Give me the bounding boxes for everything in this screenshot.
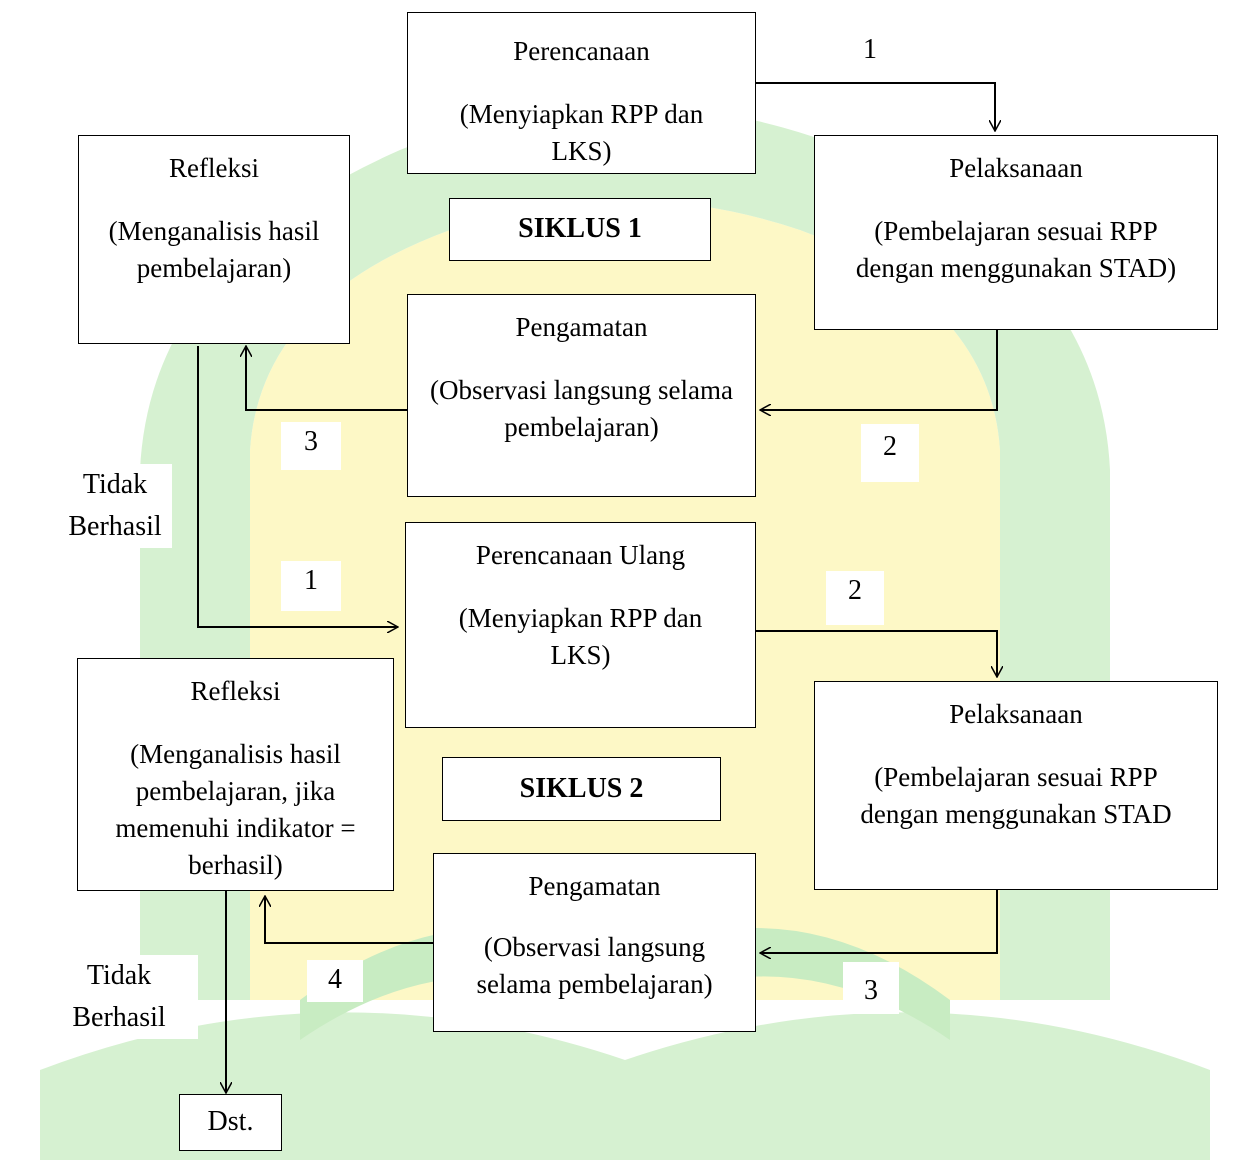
- cycle1-observation-title: Pengamatan: [515, 312, 648, 342]
- arrow-plan1-to-action1: [756, 82, 995, 131]
- cycle1-planning-desc: (Menyiapkan RPP dan LKS): [459, 99, 704, 166]
- arrow-plan2-to-action2: [756, 630, 997, 677]
- arrow-action2-to-observe2: [760, 890, 998, 953]
- cycle2-step-3: 3: [843, 962, 899, 1014]
- cycle2-planning-title: Perencanaan Ulang: [475, 540, 686, 570]
- end-next-box: Dst.: [179, 1094, 282, 1151]
- cycle2-reflection-box: Refleksi (Menganalisis hasil pembelajara…: [77, 658, 394, 891]
- cycle2-action-desc: (Pembelajaran sesuai RPP dengan mengguna…: [860, 762, 1172, 829]
- arrow-action1-to-observe1: [760, 330, 998, 410]
- watermark-green-arch: [140, 105, 1110, 1000]
- cycle1-action-desc: (Pembelajaran sesuai RPP dengan mengguna…: [855, 216, 1177, 283]
- cycle1-reflection-box: Refleksi (Menganalisis hasil pembelajara…: [78, 135, 350, 344]
- cycle1-action-box: Pelaksanaan (Pembelajaran sesuai RPP den…: [814, 135, 1218, 330]
- transition-not-success-label: Tidak Berhasil: [58, 464, 172, 548]
- cycle1-action-title: Pelaksanaan: [949, 153, 1083, 183]
- cycle1-label: SIKLUS 1: [449, 198, 711, 261]
- cycle2-observation-box: Pengamatan (Observasi langsung selama pe…: [433, 853, 756, 1032]
- cycle1-planning-title: Perencanaan: [513, 36, 650, 66]
- end-not-success-label: Tidak Berhasil: [40, 955, 198, 1039]
- cycle1-step-3: 3: [281, 422, 341, 470]
- cycle2-reflection-title: Refleksi: [190, 676, 281, 706]
- cycle2-step-2: 2: [826, 571, 884, 625]
- end-next-label: Dst.: [207, 1106, 254, 1137]
- cycle2-planning-box: Perencanaan Ulang (Menyiapkan RPP dan LK…: [405, 522, 756, 728]
- arrow-reflect1-to-plan2: [197, 346, 398, 627]
- cycle1-observation-box: Pengamatan (Observasi langsung selama pe…: [407, 294, 756, 497]
- cycle1-reflection-desc: (Menganalisis hasil pembelajaran): [108, 216, 320, 283]
- cycle1-observation-desc: (Observasi langsung selama pembelajaran): [430, 375, 733, 442]
- transition-step-1: 1: [281, 561, 341, 611]
- cycle2-observation-desc: (Observasi langsung selama pembelajaran): [476, 932, 713, 999]
- cycle1-reflection-title: Refleksi: [169, 153, 259, 183]
- cycle2-planning-desc: (Menyiapkan RPP dan LKS): [458, 603, 703, 670]
- cycle2-action-title: Pelaksanaan: [949, 699, 1083, 729]
- cycle2-action-box: Pelaksanaan (Pembelajaran sesuai RPP den…: [814, 681, 1218, 890]
- cycle1-step-2: 2: [861, 424, 919, 482]
- cycle2-label: SIKLUS 2: [442, 757, 721, 821]
- cycle2-reflection-desc: (Menganalisis hasil pembelajaran, jika m…: [115, 739, 356, 880]
- cycle1-planning-box: Perencanaan (Menyiapkan RPP dan LKS): [407, 12, 756, 174]
- cycle2-step-4: 4: [307, 960, 363, 1002]
- cycle1-step-1: 1: [845, 30, 895, 70]
- watermark-green-base: [40, 1012, 1210, 1160]
- cycle2-observation-title: Pengamatan: [528, 871, 661, 901]
- arrow-observe1-to-reflect1: [246, 346, 407, 411]
- arrow-observe2-to-reflect2: [265, 896, 433, 944]
